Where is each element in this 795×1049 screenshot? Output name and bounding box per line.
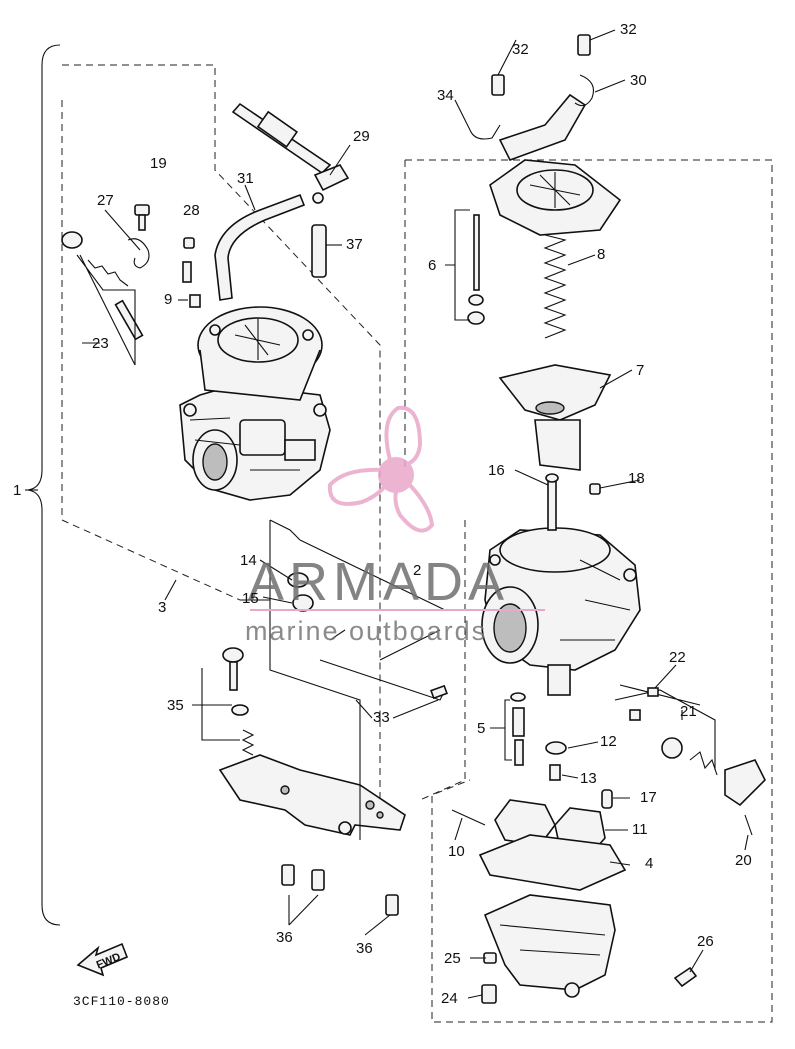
part-label: 7 (636, 362, 644, 379)
watermark-brand: ARMADA (248, 552, 509, 612)
pilot-screw-23 (61, 231, 144, 341)
logo-hub (378, 457, 414, 493)
pilot-jet-17 (601, 789, 613, 809)
logo-blade-left (327, 467, 390, 506)
logo-blade-top (384, 405, 423, 467)
jet-needle-6 (467, 214, 485, 325)
spring-8 (543, 234, 567, 339)
part-label: 37 (346, 236, 363, 253)
part-label: 11 (632, 821, 648, 838)
part-label: 12 (600, 733, 617, 750)
part-label: 10 (448, 843, 465, 860)
fwd-arrow: FWD (76, 942, 129, 977)
logo-blade-right (393, 478, 435, 533)
drawing-code: 3CF110-8080 (73, 994, 170, 1009)
hose-29 (231, 102, 350, 192)
needle-jet-5 (510, 692, 526, 766)
part-label: 32 (620, 21, 637, 38)
group-3-lines (240, 520, 446, 840)
watermark-tagline: marine outboards (245, 616, 487, 646)
part-label: 23 (92, 335, 109, 352)
part-label: 18 (628, 470, 645, 487)
part-label: 35 (167, 697, 184, 714)
part-label: 27 (97, 192, 114, 209)
right-carburetor (481, 527, 641, 696)
screw-16 (545, 473, 559, 531)
hose-31 (214, 193, 306, 301)
part-label: 25 (444, 950, 461, 967)
part-label: 4 (645, 855, 653, 872)
link-bracket (218, 754, 406, 836)
part-label: 28 (183, 202, 200, 219)
float-bowl (483, 894, 616, 998)
dashed-region-left (61, 64, 381, 810)
float-pin-10 (451, 809, 486, 826)
jet-holder-12 (545, 741, 567, 755)
part-label: 30 (630, 72, 647, 89)
part-label: 29 (353, 128, 370, 145)
screw-18 (589, 483, 601, 495)
part-label: 17 (640, 789, 657, 806)
rod-14-15 (269, 519, 314, 612)
screw-19 (134, 204, 150, 231)
chamber-cover (489, 159, 622, 236)
part-label: 24 (441, 990, 458, 1007)
adjuster-35 (222, 647, 255, 756)
part-label: 9 (164, 291, 172, 308)
part-label: 2 (413, 562, 421, 579)
part-label: 5 (477, 720, 485, 737)
part-label: 19 (150, 155, 167, 172)
part-label: 20 (735, 852, 752, 869)
top-bracket (469, 34, 595, 161)
part-label: 36 (356, 940, 373, 957)
leader-lines (25, 29, 749, 999)
hose-37 (311, 192, 327, 278)
left-carburetor (179, 306, 331, 501)
screw-24-25 (481, 952, 497, 1004)
part-label: 16 (488, 462, 505, 479)
armada-propeller-logo (327, 405, 435, 533)
clip-27 (127, 238, 150, 269)
assembly-bracket (27, 44, 61, 926)
part-label: 3 (158, 599, 166, 616)
needle-9 (182, 261, 201, 308)
part-label: 15 (242, 590, 259, 607)
part-label: 13 (580, 770, 597, 787)
screw-20 (744, 814, 753, 836)
dashed-carb-link (419, 520, 466, 801)
part-label: 6 (428, 257, 436, 274)
part-label: 33 (373, 709, 390, 726)
gasket-4 (478, 834, 627, 891)
part-label: 14 (240, 552, 257, 569)
part-label: 26 (697, 933, 714, 950)
part-label: 34 (437, 87, 454, 104)
part-labels: 1 2 3 4 5 6 7 8 9 10 11 12 13 14 15 16 1… (13, 21, 752, 1007)
part-label: 1 (13, 482, 21, 499)
part-label: 32 (512, 41, 529, 58)
screw-28 (183, 237, 195, 249)
throttle-parts-21 (614, 684, 766, 807)
part-label: 8 (597, 246, 605, 263)
dashed-region-right (404, 159, 773, 1023)
part-label: 22 (669, 649, 686, 666)
screws-36 (281, 864, 399, 916)
diaphragm-7 (498, 364, 612, 471)
part-label: 21 (680, 703, 697, 720)
part-label: 36 (276, 929, 293, 946)
link-rod-33 (319, 629, 448, 701)
part-label: 31 (237, 170, 254, 187)
drain-screw-26 (673, 966, 698, 988)
main-jet-13 (549, 764, 561, 781)
